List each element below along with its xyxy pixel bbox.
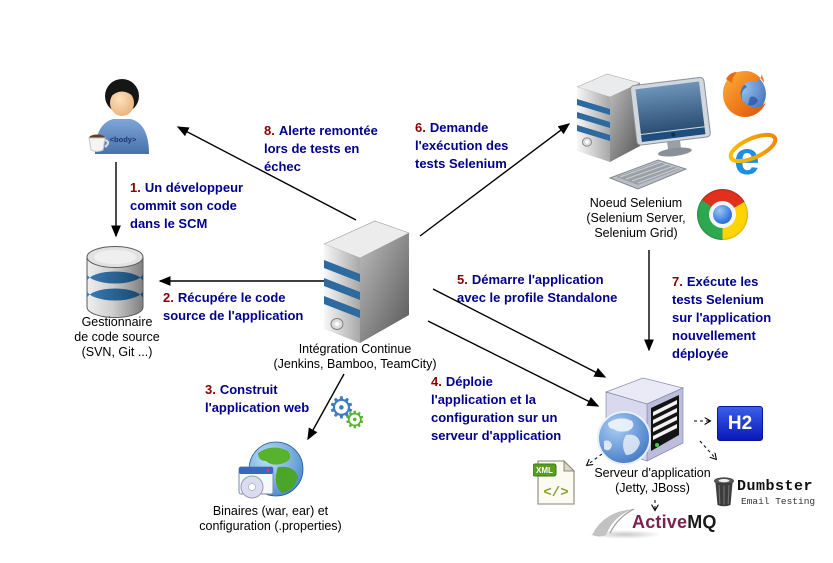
arrow-step8: [176, 126, 357, 221]
scm-label: Gestionnaire de code source (SVN, Git ..…: [74, 315, 160, 359]
step-3-annotation: 3.Construit l'application web: [205, 381, 335, 417]
app-server-icon: [597, 377, 685, 465]
step-4-annotation: 4.Déploie l'application et la configurat…: [431, 373, 596, 445]
activemq-logo: ActiveMQ: [632, 512, 717, 533]
ci-server-icon: [323, 220, 410, 343]
step-2-text: Récupére le code source de l'application: [163, 290, 304, 323]
developer-icon: <body>: [88, 79, 149, 154]
gear-blue-icon: ⚙: [328, 391, 355, 426]
arrow-step5: [432, 288, 607, 378]
xml-badge: XML: [536, 466, 553, 475]
step-3-text: Construit l'application web: [205, 382, 310, 415]
step-2-number: 2.: [163, 290, 174, 305]
step-2-annotation: 2.Récupére le code source de l'applicati…: [163, 289, 323, 325]
step-6-annotation: 6.Demande l'exécution des tests Selenium: [415, 119, 530, 173]
step-5-annotation: 5.Démarre l'application avec le profile …: [457, 271, 647, 307]
activemq-feather-icon: [592, 508, 635, 537]
step-5-text: Démarre l'application avec le profile St…: [457, 272, 618, 305]
activemq-text-mq: MQ: [687, 512, 717, 532]
step-8-annotation: 8.Alerte remontée lors de tests en échec: [264, 122, 399, 176]
selenium-node-icon: [576, 73, 711, 190]
internet-explorer-icon: e: [728, 132, 778, 182]
chrome-center: [713, 205, 732, 224]
step-5-number: 5.: [457, 272, 468, 287]
gear-green-icon: ⚙: [344, 406, 366, 434]
arrow-step3: [307, 373, 345, 441]
dumbster-trash-icon: [714, 477, 734, 507]
dumbster-title: Dumbster: [737, 478, 814, 495]
step-7-text: Exécute les tests Selenium sur l'applica…: [672, 274, 772, 361]
activemq-shadow: [588, 530, 662, 539]
h2-logo: H2: [717, 406, 763, 441]
firefox-icon: [723, 71, 766, 117]
step-4-text: Déploie l'application et la configuratio…: [431, 374, 562, 443]
xml-file-icon: XML </>: [533, 459, 576, 505]
xml-glyph: </>: [543, 485, 568, 501]
gears-icon: ⚙ ⚙: [328, 391, 374, 438]
shirt-label: <body>: [110, 135, 137, 144]
chrome-inner-ring: [709, 201, 736, 228]
step-1-text: Un développeur commit son code dans le S…: [130, 180, 244, 231]
step-1-annotation: 1.Un développeur commit son code dans le…: [130, 179, 265, 233]
scm-database-icon: [86, 246, 144, 318]
arrow-to-dumbster: [699, 440, 716, 459]
h2-label: H2: [727, 412, 753, 434]
step-7-annotation: 7.Exécute les tests Selenium sur l'appli…: [672, 273, 797, 363]
arrow-step6: [419, 123, 571, 237]
selenium-label: Noeud Selenium (Selenium Server, Seleniu…: [586, 196, 686, 240]
step-4-number: 4.: [431, 374, 442, 389]
step-1-number: 1.: [130, 180, 141, 195]
step-6-text: Demande l'exécution des tests Selenium: [415, 120, 509, 171]
binaries-icon: [238, 441, 304, 499]
app-server-label: Serveur d'application (Jetty, JBoss): [594, 466, 711, 495]
chrome-icon: [697, 189, 748, 240]
arrow-step4: [427, 320, 600, 407]
binaries-label: Binaires (war, ear) et configuration (.p…: [199, 504, 342, 533]
ci-label: Intégration Continue (Jenkins, Bamboo, T…: [273, 342, 437, 371]
dumbster-subtitle: Email Testing: [741, 496, 816, 507]
activemq-text-active: Active: [632, 512, 688, 532]
step-8-number: 8.: [264, 123, 275, 138]
step-6-number: 6.: [415, 120, 426, 135]
step-7-number: 7.: [672, 274, 683, 289]
step-3-number: 3.: [205, 382, 216, 397]
step-8-text: Alerte remontée lors de tests en échec: [264, 123, 378, 174]
